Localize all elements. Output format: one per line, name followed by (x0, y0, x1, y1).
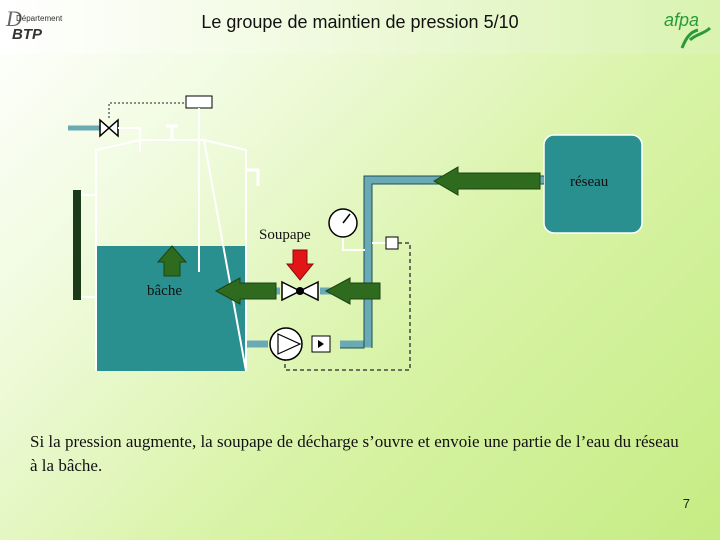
inlet-valve (99, 118, 119, 138)
afpa-logo-text: afpa (664, 10, 699, 30)
float-switch-box (185, 95, 213, 109)
caption-text: Si la pression augmente, la soupape de d… (30, 432, 679, 475)
relief-valve-center (296, 287, 304, 295)
pressure-group-diagram (68, 95, 643, 372)
afpa-logo: afpa (660, 4, 716, 50)
pressure-switch-icon (385, 236, 399, 250)
gauge-line (342, 237, 365, 251)
gauge-needle (342, 213, 351, 224)
pump-triangle (277, 333, 302, 355)
pressure-arrow-red (285, 249, 315, 281)
check-valve-arrow (318, 340, 324, 348)
inlet-line (118, 127, 141, 152)
flow-arrow-to-tank (214, 277, 277, 305)
logo-dept-text: Département (16, 14, 63, 23)
label-soupape: Soupape (259, 227, 311, 243)
flow-arrow-to-valve (324, 277, 381, 305)
gauge-connections (81, 194, 96, 298)
main-pipes (246, 176, 544, 348)
label-reseau: réseau (570, 174, 609, 190)
flow-arrow-from-network (433, 166, 541, 196)
page-number: 7 (682, 496, 690, 511)
departement-btp-logo: D Département BTP (6, 6, 62, 44)
flow-arrow-up-in-tank (156, 245, 188, 277)
page-title: Le groupe de maintien de pression 5/10 (201, 12, 519, 32)
label-bache: bâche (147, 283, 182, 299)
logo-letter: D (6, 6, 22, 31)
logo-btp-text: BTP (12, 26, 42, 43)
float-dashed-link (108, 102, 186, 118)
overflow-pipe (246, 168, 260, 186)
header-band (0, 0, 720, 54)
control-dashed-line (284, 242, 411, 371)
level-gauge (73, 190, 81, 300)
vent-pipe (166, 124, 178, 140)
